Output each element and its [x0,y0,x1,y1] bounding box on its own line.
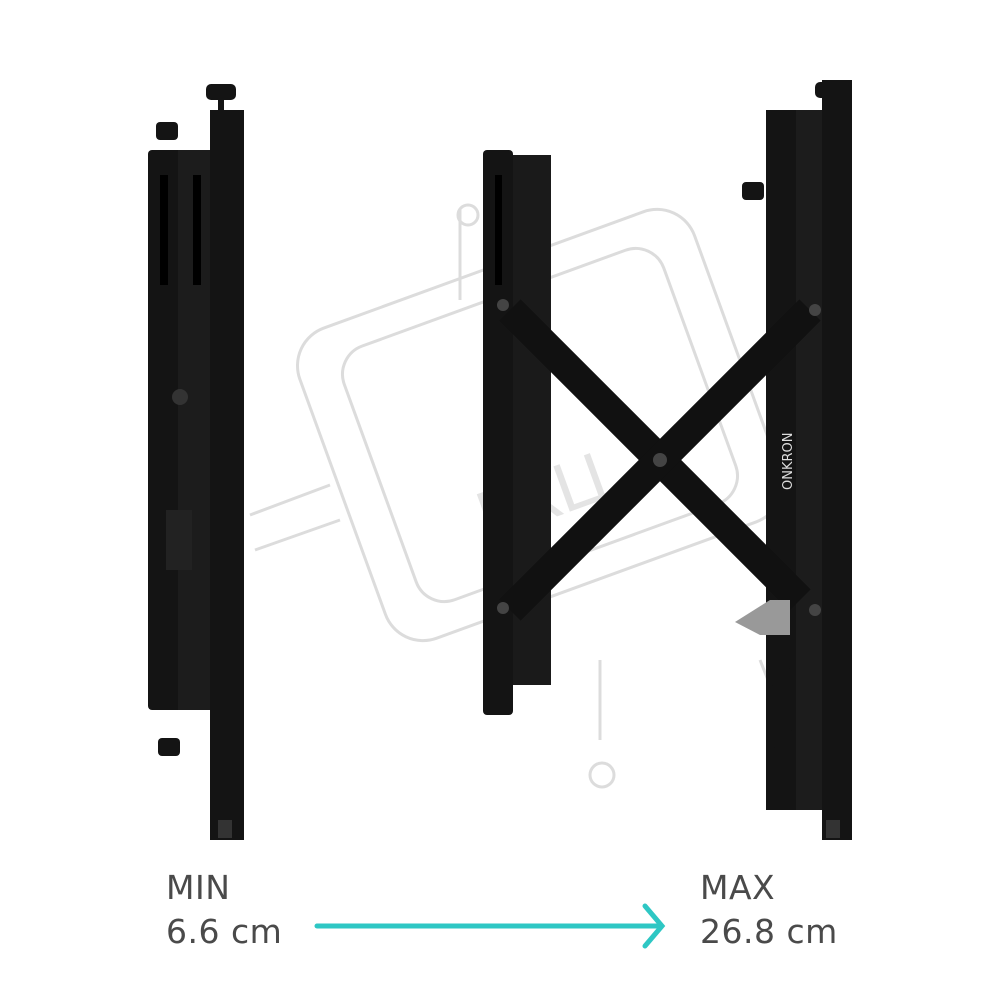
max-label: MAX [700,868,776,907]
max-value: 26.8 cm [700,912,838,951]
min-value: 6.6 cm [166,912,283,951]
range-arrow [314,903,666,949]
mount-extended: ONKRON [483,80,852,840]
min-label: MIN [166,868,231,907]
brand-label: ONKRON [781,433,796,490]
mount-collapsed [148,84,244,840]
